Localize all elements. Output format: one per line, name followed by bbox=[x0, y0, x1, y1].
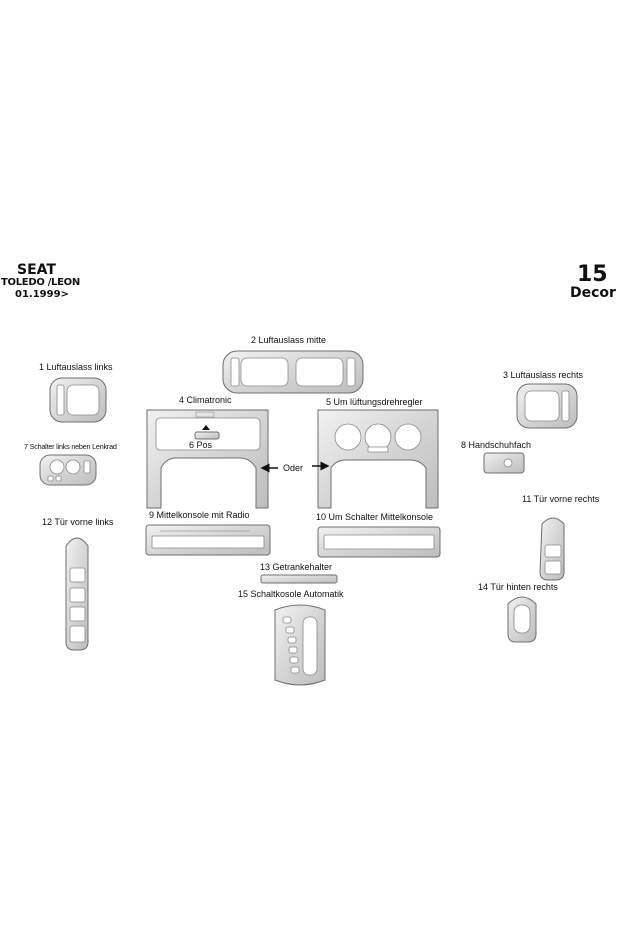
set-label: Decor bbox=[570, 285, 616, 301]
make-title: SEAT bbox=[17, 262, 56, 278]
part-11-door-front-right bbox=[539, 517, 565, 581]
part-4-climatronic-frame bbox=[146, 409, 269, 509]
part-10-switch-surround-console bbox=[317, 526, 441, 558]
date-range: 01.1999> bbox=[15, 289, 69, 300]
part-9-center-console-radio bbox=[145, 524, 271, 556]
part-6-pos bbox=[194, 425, 220, 440]
label-part-15: 15 Schaltkosole Automatik bbox=[238, 589, 344, 599]
part-8-glovebox-trim bbox=[483, 452, 525, 474]
part-3-vent-right bbox=[516, 383, 578, 429]
label-part-4: 4 Climatronic bbox=[179, 395, 232, 405]
part-7-switch-panel-left bbox=[39, 454, 97, 486]
label-part-9: 9 Mittelkonsole mit Radio bbox=[149, 510, 250, 520]
label-part-14: 14 Tür hinten rechts bbox=[478, 582, 558, 592]
part-13-cupholder-strip bbox=[260, 574, 338, 584]
part-1-vent-left bbox=[49, 377, 107, 423]
label-part-11: 11 Tür vorne rechts bbox=[522, 494, 600, 504]
label-oder: Oder bbox=[283, 463, 304, 473]
set-number: 15 bbox=[577, 262, 608, 287]
label-part-6: 6 Pos bbox=[189, 440, 213, 450]
part-14-door-rear-right bbox=[507, 596, 537, 643]
part-12-door-front-left bbox=[65, 537, 89, 651]
label-part-7: 7 Schalter links neben Lenkrad bbox=[24, 442, 117, 451]
label-part-5: 5 Um lüftungsdrehregler bbox=[326, 397, 423, 407]
oder-connector bbox=[260, 461, 330, 473]
label-part-1: 1 Luftauslass links bbox=[39, 362, 113, 372]
label-part-10: 10 Um Schalter Mittelkonsole bbox=[316, 512, 434, 522]
part-15-gear-console-automatic bbox=[274, 604, 326, 686]
model-title: TOLEDO /LEON bbox=[1, 277, 80, 288]
part-5-knob-surround bbox=[317, 409, 439, 509]
label-part-8: 8 Handschuhfach bbox=[461, 440, 532, 450]
label-part-3: 3 Luftauslass rechts bbox=[503, 370, 584, 380]
label-part-12: 12 Tür vorne links bbox=[42, 517, 114, 527]
label-part-2: 2 Luftauslass mitte bbox=[251, 335, 327, 345]
label-part-13: 13 Getrankehalter bbox=[260, 562, 333, 572]
part-2-vent-center bbox=[222, 350, 364, 394]
